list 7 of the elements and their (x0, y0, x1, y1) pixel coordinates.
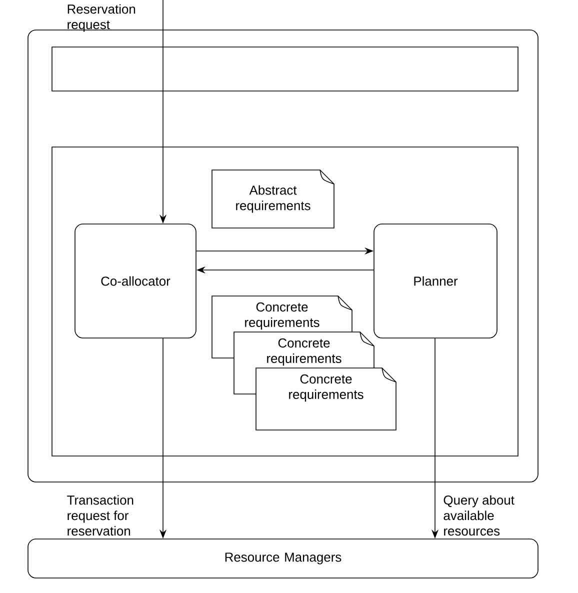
rounded-box: Resource Managers (28, 538, 538, 578)
rounded-box: Planner (374, 224, 498, 338)
edge-label: Transaction request for reservation (67, 495, 134, 536)
frame-box (52, 46, 518, 92)
edge-label: Reservation request (68, 4, 136, 32)
rounded-box: Co-allocator (74, 224, 196, 338)
edge-label: Query about available resources (444, 495, 514, 536)
